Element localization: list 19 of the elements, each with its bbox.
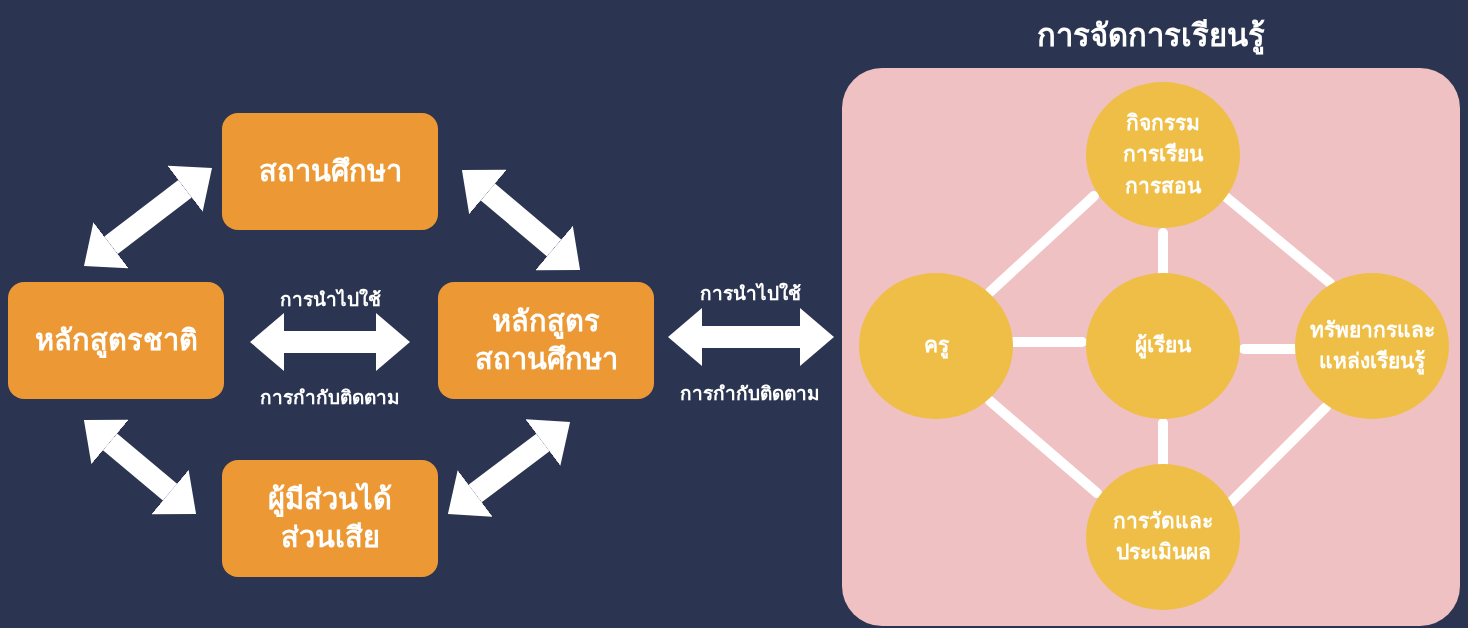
process-box: หลักสูตร สถานศึกษา: [438, 282, 654, 399]
double-arrow: [250, 313, 410, 371]
caption-text: การกำกับติดตาม: [260, 385, 400, 410]
caption-text: การกำกับติดตาม: [680, 381, 820, 406]
double-arrow: [461, 169, 581, 271]
edge-label: การนำไปใช้: [279, 287, 381, 312]
double-arrow: [668, 308, 834, 366]
connector-line: [1226, 402, 1331, 507]
double-arrow: [83, 419, 197, 515]
process-box: ผู้มีส่วนได้ ส่วนเสีย: [222, 460, 438, 577]
process-box: สถานศึกษา: [222, 113, 438, 230]
panel-title: การจัดการเรียนรู้: [1037, 17, 1265, 53]
edge-label: การนำไปใช้: [699, 281, 801, 306]
connector-line: [1221, 192, 1335, 288]
connector-line: [985, 396, 1102, 498]
process-box: หลักสูตรชาติ: [8, 282, 224, 399]
double-arrow: [447, 419, 571, 517]
connector-line: [985, 191, 1099, 297]
double-arrow: [84, 165, 212, 269]
